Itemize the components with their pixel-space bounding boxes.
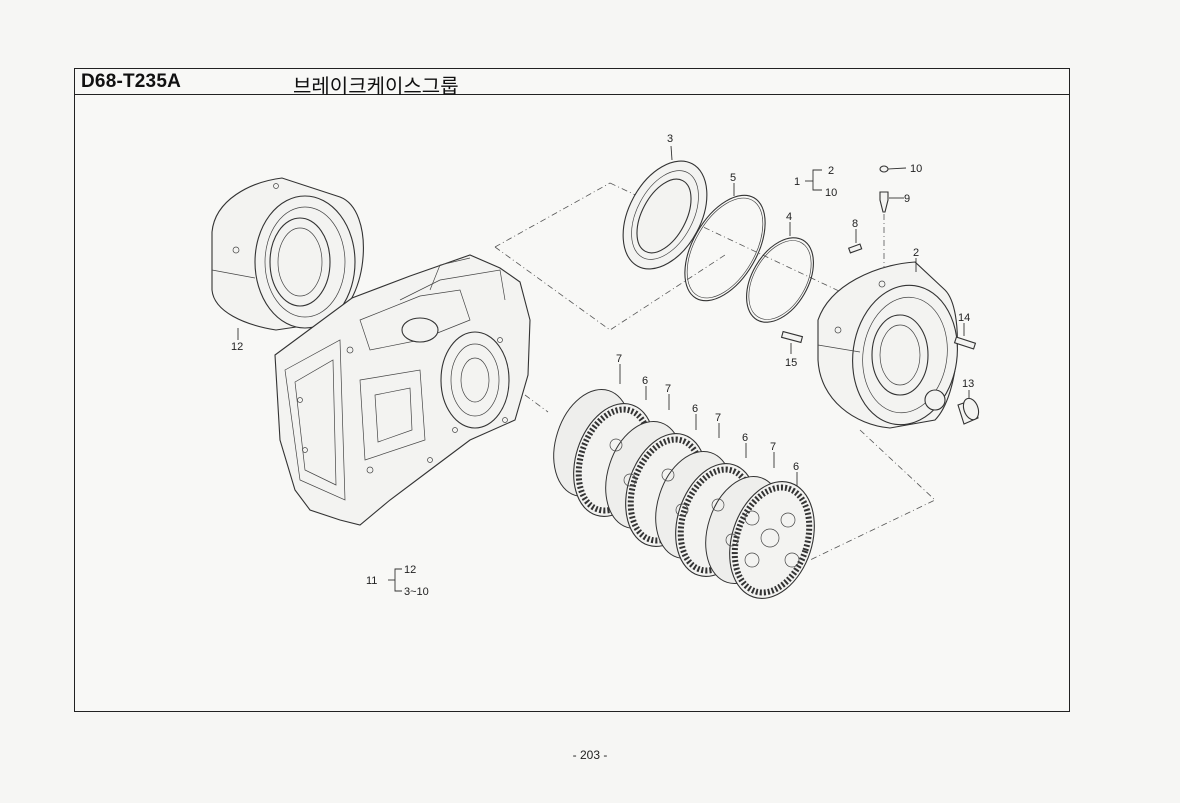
part-2-brake-case — [817, 258, 958, 429]
callout-15: 15 — [785, 357, 797, 369]
model-code: D68-T235A — [81, 71, 182, 92]
callout-1-child-10: 10 — [825, 187, 837, 199]
page-number: - 203 - — [572, 748, 608, 762]
assembly-callout-11-child-12: 12 — [404, 564, 416, 576]
part-13-bushing — [957, 390, 980, 425]
callout-bracket-1 — [805, 169, 822, 191]
part-9-bleeder-screw — [879, 191, 904, 268]
callout-8: 8 — [852, 218, 858, 230]
callout-1: 1 — [794, 176, 800, 188]
callout-7-d: 7 — [770, 441, 776, 453]
brake-disc-stack — [553, 364, 815, 599]
callout-bracket-11 — [388, 568, 402, 592]
callout-7-c: 7 — [715, 412, 721, 424]
part-4-o-ring — [746, 237, 814, 323]
part-4-o-ring-inner — [748, 240, 812, 320]
part-15-pin — [780, 330, 804, 354]
callout-6-a: 6 — [642, 375, 648, 387]
assembly-callout-11: 11 — [366, 575, 377, 587]
callout-labels: 3 5 4 1 2 10 10 9 8 2 12 14 15 13 7 6 7 … — [231, 133, 974, 598]
callout-2: 2 — [913, 247, 919, 259]
callout-5: 5 — [730, 172, 736, 184]
callout-6-c: 6 — [742, 432, 748, 444]
callout-7-b: 7 — [665, 383, 671, 395]
part-5-o-ring — [684, 194, 766, 302]
part-10-bleeder-cap — [879, 165, 907, 173]
transmission-case — [274, 254, 531, 526]
part-5-o-ring-inner — [686, 197, 764, 299]
part-14-stud — [953, 323, 977, 350]
callout-4: 4 — [786, 211, 792, 223]
callout-6-d: 6 — [793, 461, 799, 473]
callout-10: 10 — [910, 163, 922, 175]
part-3-piston-ring — [622, 145, 708, 270]
callout-3: 3 — [667, 133, 673, 145]
group-title: 브레이크케이스그룹 — [293, 74, 459, 98]
callout-6-b: 6 — [692, 403, 698, 415]
callout-12: 12 — [231, 341, 243, 353]
sheet-header: D68-T235A 브레이크케이스그룹 — [75, 69, 1069, 98]
assembly-callout-11-child-3-10: 3~10 — [404, 586, 429, 598]
part-12-housing — [211, 177, 364, 340]
callout-1-child-2: 2 — [828, 165, 834, 177]
callout-13: 13 — [962, 378, 974, 390]
callout-7-a: 7 — [616, 353, 622, 365]
callout-9: 9 — [904, 193, 910, 205]
part-8-pin — [847, 229, 863, 254]
callout-14: 14 — [958, 312, 970, 324]
